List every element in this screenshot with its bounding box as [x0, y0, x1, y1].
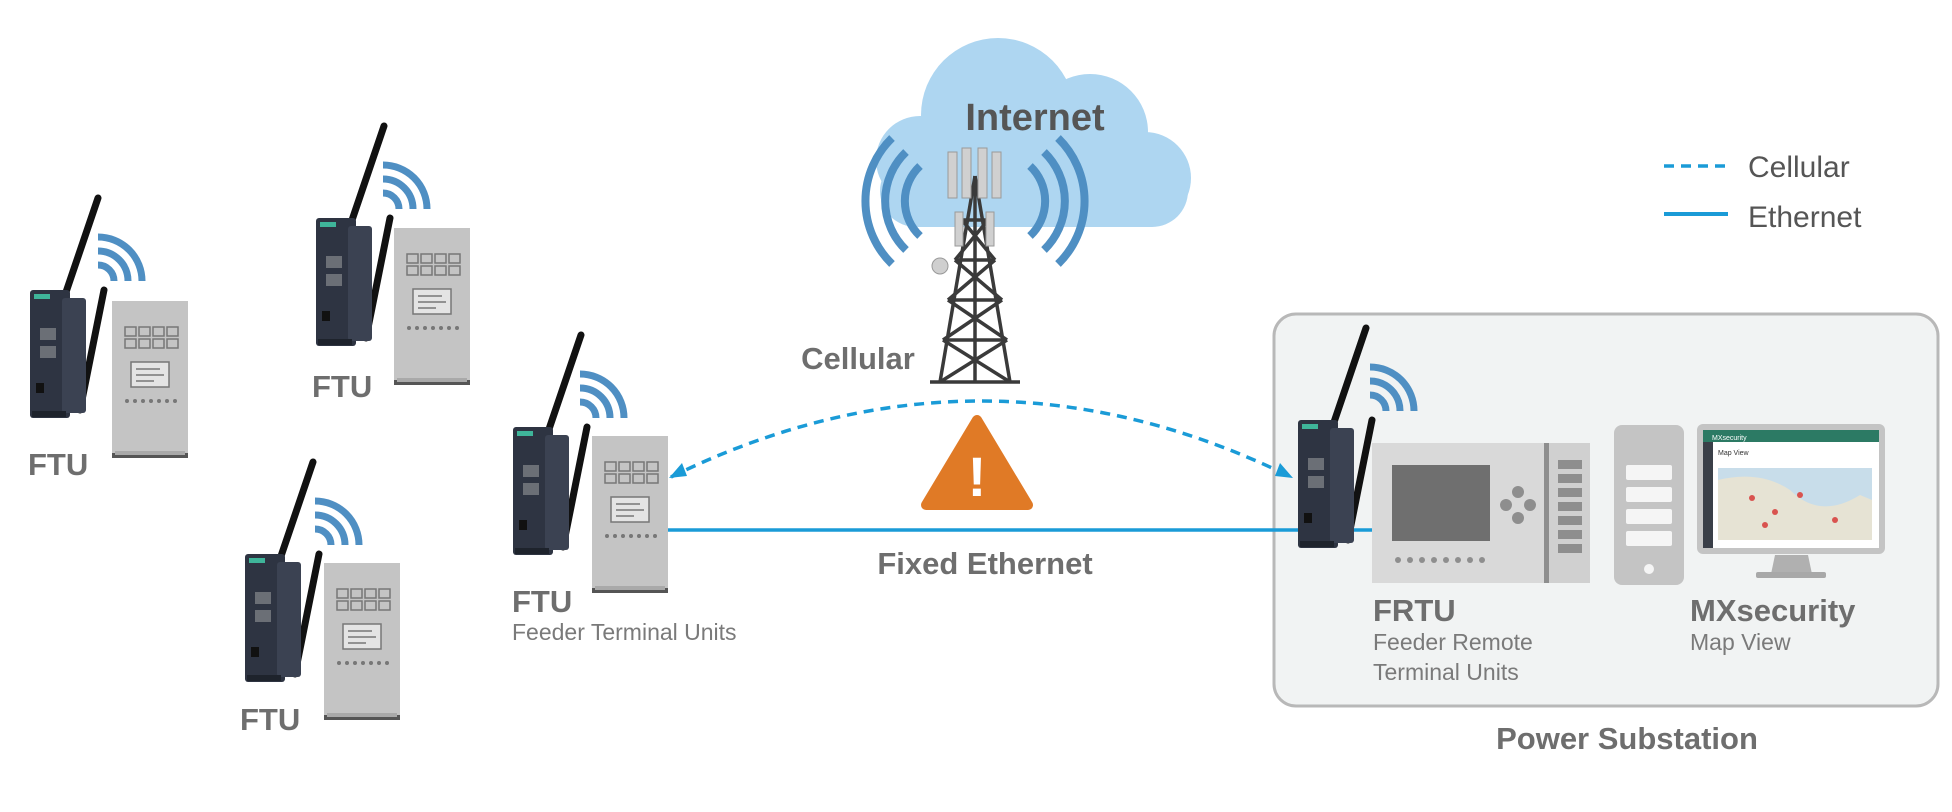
legend-ethernet-label: Ethernet [1748, 201, 1862, 234]
wifi-signal-icon [383, 165, 427, 209]
mxsecurity-sublabel: Map View [1690, 629, 1791, 655]
warning-icon: ! [921, 415, 1033, 510]
cabinet-icon [591, 435, 669, 594]
internet-label: Internet [965, 97, 1105, 139]
router-icon [245, 462, 319, 682]
fixed-ethernet-label: Fixed Ethernet [877, 546, 1092, 581]
substation-title: Power Substation [1496, 721, 1758, 756]
frtu-sublabel-line1: Feeder Remote [1373, 629, 1533, 655]
router-icon [513, 335, 587, 555]
ftu-node-2: FTU [312, 126, 471, 404]
ftu-label-3: FTU [240, 702, 300, 737]
router-icon [30, 198, 104, 418]
legend: Cellular Ethernet [1664, 151, 1862, 234]
frtu-sublabel-line2: Terminal Units [1373, 659, 1519, 685]
cellular-label: Cellular [801, 341, 915, 376]
svg-text:MXsecurity: MXsecurity [1712, 435, 1747, 442]
svg-text:!: ! [968, 445, 987, 508]
mxsecurity-label: MXsecurity [1690, 593, 1856, 628]
server-icon [1614, 425, 1684, 585]
ftu-node-4: FTU Feeder Terminal Units [512, 335, 737, 645]
wifi-signal-icon [98, 237, 142, 281]
frtu-device-icon [1372, 443, 1590, 583]
cloud-icon [876, 38, 1191, 227]
ftu-node-1: FTU [28, 198, 189, 482]
monitor-icon: MXsecurity Map View [1697, 424, 1885, 578]
cellular-link [670, 399, 1292, 479]
substation-panel [1272, 312, 1940, 708]
frtu-label: FRTU [1373, 593, 1456, 628]
cabinet-icon [323, 562, 401, 721]
ftu-node-3: FTU [240, 462, 401, 737]
wifi-signal-icon [580, 374, 624, 418]
router-icon [316, 126, 390, 346]
cell-tower-icon [861, 135, 1089, 384]
arrow-head-left [669, 463, 687, 478]
arrow-head-right [1275, 463, 1293, 478]
ftu-label-1: FTU [28, 447, 88, 482]
ftu-label-2: FTU [312, 369, 372, 404]
wifi-signal-icon [315, 501, 359, 545]
legend-cellular-label: Cellular [1748, 151, 1850, 184]
svg-text:Map View: Map View [1718, 450, 1750, 457]
ftu-sublabel: Feeder Terminal Units [512, 619, 737, 645]
cabinet-icon [393, 227, 471, 386]
ftu-label-4: FTU [512, 584, 572, 619]
cabinet-icon [111, 300, 189, 459]
